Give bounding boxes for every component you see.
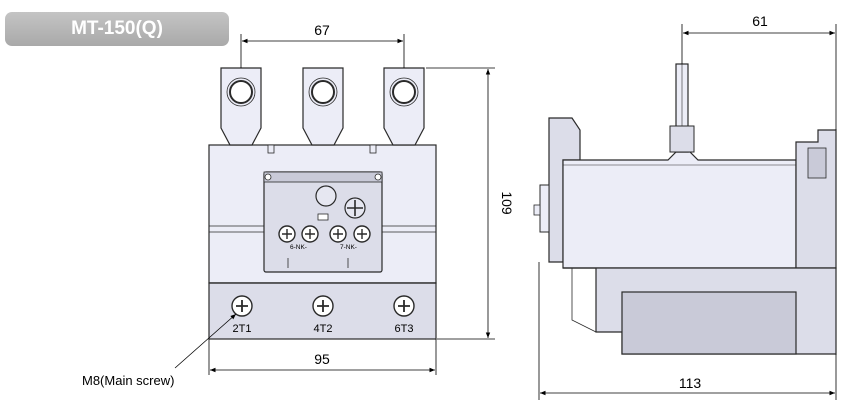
- aux-contact-screws: [278, 225, 371, 243]
- main-screw-3: [393, 295, 415, 317]
- terminal-tab-1: [220, 67, 262, 146]
- dim-front-top: 67: [314, 22, 330, 38]
- terminal-tab-2: [302, 67, 344, 146]
- side-view: [533, 63, 837, 355]
- contact-label-1: 6-NK-: [290, 244, 307, 251]
- control-panel: [263, 171, 383, 273]
- side-dimension-lines: [538, 24, 837, 400]
- terminal-label-2t1: 2T1: [233, 323, 252, 335]
- reset-button-icon: [315, 185, 337, 207]
- main-screw-2: [312, 295, 334, 317]
- dim-front-height: 109: [499, 191, 515, 215]
- dim-front-bottom: 95: [314, 351, 330, 367]
- terminal-label-4t2: 4T2: [314, 323, 333, 335]
- front-view: [208, 67, 437, 340]
- contact-label-2: 7-NK-: [340, 244, 357, 251]
- terminal-tab-3: [383, 67, 425, 146]
- model-title-badge: MT-150(Q): [5, 12, 229, 46]
- dim-side-top: 61: [752, 13, 768, 29]
- screw-callout: M8(Main screw): [82, 373, 174, 388]
- model-title: MT-150(Q): [71, 18, 163, 39]
- front-dimension-lines: [174, 34, 495, 375]
- terminal-label-6t3: 6T3: [395, 323, 414, 335]
- main-screw-1: [231, 295, 253, 317]
- dim-side-bottom: 113: [679, 375, 702, 391]
